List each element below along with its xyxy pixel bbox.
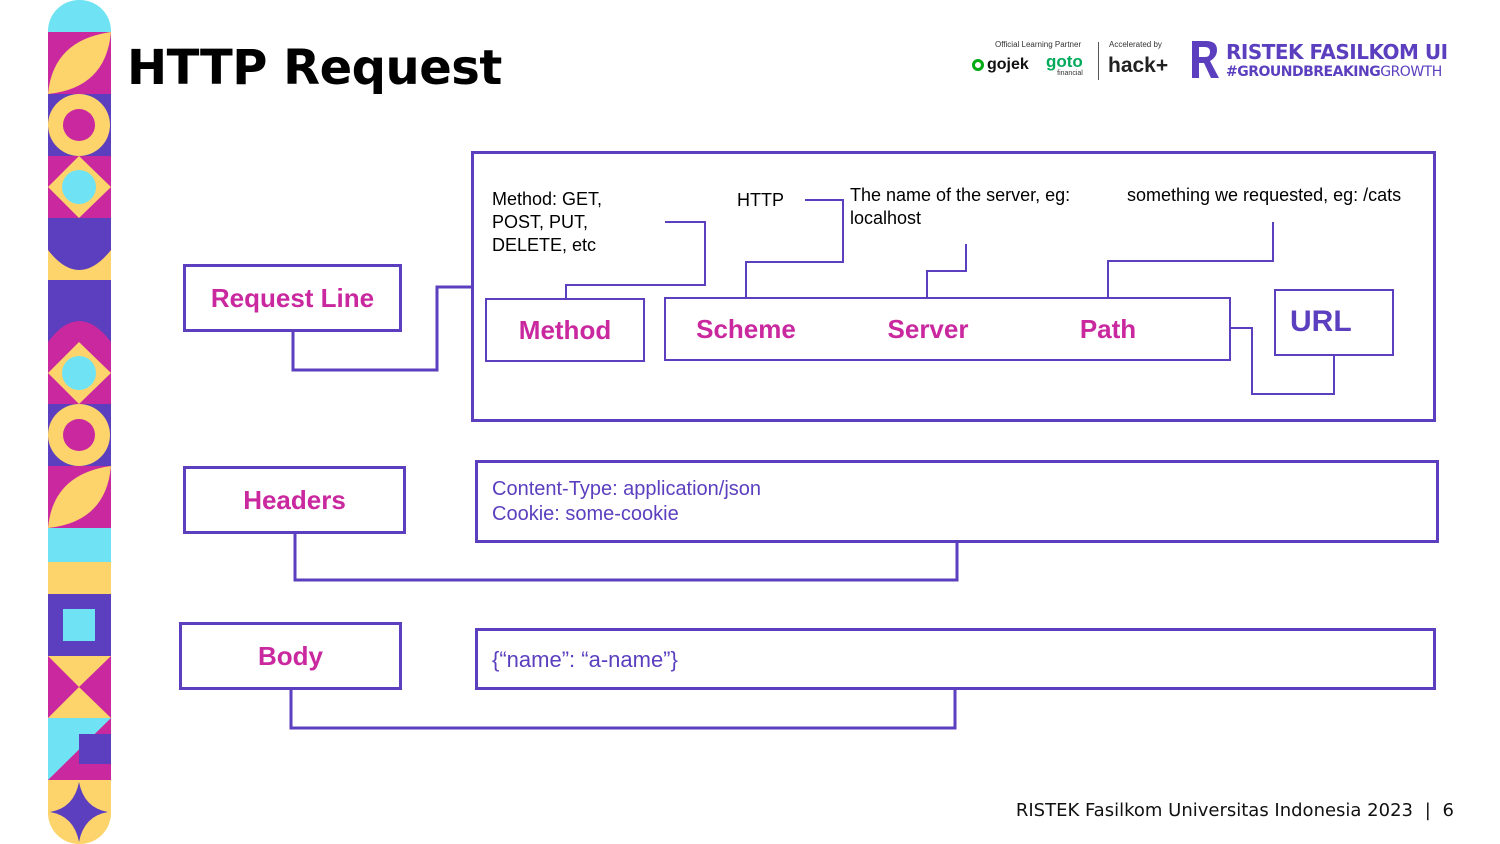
footer-text: RISTEK Fasilkom Universitas Indonesia 20…	[1015, 800, 1413, 821]
method-note: Method: GET, POST, PUT, DELETE, etc	[492, 188, 602, 257]
method-box: Method	[485, 298, 645, 362]
headers-content-box: Content-Type: application/json Cookie: s…	[475, 460, 1439, 543]
body-text: Body	[258, 640, 323, 671]
body-content-box: {“name”: “a-name”}	[475, 628, 1436, 690]
partner-caption: Official Learning Partner	[995, 40, 1082, 49]
url-label: URL	[1290, 305, 1352, 338]
path-note: something we requested, eg: /cats	[1127, 185, 1402, 205]
ristek-tagline: #GROUNDBREAKINGGROWTH	[1226, 64, 1442, 80]
page-number: 6	[1442, 800, 1454, 821]
method-note-line: DELETE, etc	[492, 235, 597, 255]
goto-sub: financial	[1057, 70, 1083, 77]
decorative-side-strip	[48, 0, 111, 844]
body-label: Body	[179, 622, 402, 690]
tagline-bold: #GROUNDBREAKING	[1226, 64, 1381, 80]
scheme-label: Scheme	[696, 313, 796, 344]
server-note-line: localhost	[850, 208, 922, 228]
gojek-logo: gojek	[972, 56, 1029, 74]
goto-logo: goto financial	[1046, 53, 1083, 78]
body-value: {“name”: “a-name”}	[492, 647, 678, 672]
method-note-line: Method: GET,	[492, 189, 603, 209]
header-line: Content-Type: application/json	[492, 478, 762, 500]
request-line-text: Request Line	[210, 282, 375, 313]
path-label: Path	[1079, 313, 1137, 344]
footer-separator: |	[1424, 800, 1431, 821]
request-line-label: Request Line	[183, 264, 402, 332]
scheme-note: HTTP	[737, 190, 784, 210]
gojek-wordmark: gojek	[987, 56, 1029, 73]
url-box: URL	[1274, 289, 1394, 356]
request-line-container	[471, 151, 1436, 422]
server-label: Server	[887, 313, 969, 344]
header-line: Cookie: some-cookie	[492, 503, 679, 525]
goto-wordmark: goto	[1046, 52, 1083, 71]
ristek-brand-name: RISTEK FASILKOM UI	[1226, 40, 1448, 64]
logo-divider	[1098, 42, 1099, 80]
method-label: Method	[518, 314, 612, 345]
gojek-icon	[972, 59, 984, 71]
headers-label: Headers	[183, 466, 406, 534]
headers-text: Headers	[243, 484, 346, 515]
hack-logo: hack+	[1108, 54, 1169, 77]
ristek-r-icon	[1189, 38, 1219, 80]
url-parts-box	[664, 297, 1231, 361]
server-note-line: The name of the server, eg:	[850, 185, 1071, 205]
accelerated-caption: Accelerated by	[1109, 40, 1162, 49]
slide-title: HTTP Request	[127, 40, 502, 96]
server-note: The name of the server, eg: localhost	[850, 184, 1070, 230]
method-note-line: POST, PUT,	[492, 212, 589, 232]
tagline-light: GROWTH	[1380, 64, 1442, 80]
footer: RISTEK Fasilkom Universitas Indonesia 20…	[1016, 800, 1454, 821]
